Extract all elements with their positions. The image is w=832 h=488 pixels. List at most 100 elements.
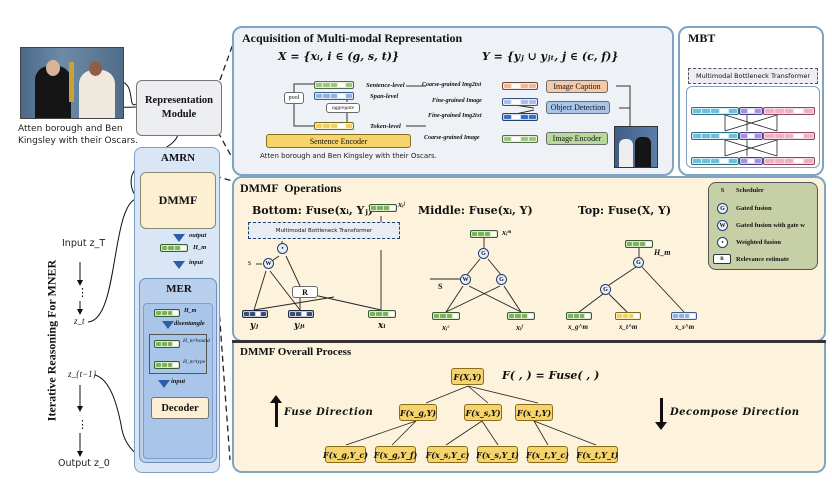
xgm-label: x_g^m <box>568 323 588 331</box>
hm-type-label: H_m^type <box>183 359 206 365</box>
dots-upper: ⋮ <box>77 287 88 299</box>
acquisition-title: Acquisition of Multi-modal Representatio… <box>242 31 463 45</box>
dmmf-box[interactable]: DMMF <box>140 172 216 229</box>
middle-gated-fusion-right: G <box>496 274 507 285</box>
legend-label: Weighted fusion <box>736 239 781 246</box>
g-symbol: G <box>481 250 486 257</box>
fine-img2txt-label: Fine-grained Img2txt <box>428 113 482 119</box>
span-level-vector <box>314 92 354 100</box>
legend-label: Gated fusion with gate w <box>736 222 805 229</box>
dmmf-ops-lines <box>253 216 685 313</box>
xsm-label: x_s^m <box>675 323 695 331</box>
mbt-dashed-box: Multimodal Bottleneck Transformer <box>248 222 400 239</box>
token-level-vector <box>314 122 354 130</box>
fuse-direction-arrow-icon <box>275 401 278 427</box>
xi-vector <box>368 310 396 318</box>
relevance-estimate-box: R <box>292 286 318 298</box>
yjt-vector <box>288 310 314 318</box>
mer-title: MER <box>166 283 192 295</box>
input-photo-thumbnail <box>614 126 658 168</box>
image-caption-label: Image Caption <box>553 82 601 91</box>
sentence-level-vector <box>314 81 354 89</box>
thumb-person-1 <box>619 139 633 167</box>
xgm-vector <box>566 312 592 320</box>
disentangled-box: H_m^bound H_m^type <box>149 334 210 374</box>
pool-label: pool <box>288 95 300 101</box>
dmmf-operations-panel: DMMF Operations Bottom: Fuse(xᵢ, Yⱼ) Mul… <box>232 176 826 342</box>
mer-container: MER H_m disentangle H_m^bound H_m^type i… <box>139 278 217 463</box>
oscar-statuette <box>69 62 74 102</box>
mer-hm-vector <box>154 309 180 317</box>
hm-bound-label: H_m^bound <box>183 338 210 344</box>
weighted-fusion-icon: • <box>717 237 728 248</box>
mbt-panel: MBT Multimodal Bottleneck Transformer <box>678 26 824 176</box>
thumb-person-2 <box>635 137 651 167</box>
sentence-encoder-label: Sentence Encoder <box>309 136 368 146</box>
fine-image-label: Fine-grained Image <box>432 98 482 104</box>
weighted-fusion-symbol: • <box>281 245 284 252</box>
mer-input-label: input <box>171 378 186 385</box>
dmmf-operations-title: DMMF Operations <box>240 181 342 195</box>
object-detection-box: Object Detection <box>546 101 610 114</box>
scheduler-icon: S <box>720 187 725 194</box>
hm-type-vector <box>154 361 180 369</box>
xi-label: xᵢ <box>378 321 386 331</box>
tree-level2-node: F(x_t,Y_t) <box>577 446 618 463</box>
y-formula: Y = {yⱼ ∪ yⱼₜ, j ∈ (c, f)} <box>482 50 619 63</box>
middle-scheduler-label: S <box>438 282 443 291</box>
g-symbol: G <box>603 286 608 293</box>
legend-label: Relevance estimate <box>736 255 789 263</box>
mer-hm-label: H_m <box>184 308 197 314</box>
decoder-box[interactable]: Decoder <box>151 397 209 419</box>
xsm-vector <box>671 312 697 320</box>
representation-module[interactable]: Representation Module <box>136 80 222 136</box>
aggregate-box: aggregate <box>326 103 360 113</box>
acquisition-panel: Acquisition of Multi-modal Representatio… <box>232 26 674 176</box>
image-encoder-label: Image Encoder <box>552 134 602 143</box>
mbt-row-1-bottleneck <box>739 107 763 115</box>
top-output-label: H_m <box>654 248 671 257</box>
gated-fusion-icon: G <box>717 203 728 214</box>
image-encoder-box: Image Encoder <box>546 132 608 145</box>
legend-item-relevance: R Relevance estimate <box>713 254 789 264</box>
hm-label: H_m <box>193 244 207 251</box>
middle-gated-fusion-top: G <box>478 248 489 259</box>
xtm-label: x_t^m <box>619 323 638 331</box>
coarse-image-vector <box>502 135 538 143</box>
output-label: output <box>189 232 207 239</box>
coarse-img2txt-label: Coarse-grained Img2txt <box>422 82 482 88</box>
gate-w-symbol: W <box>265 260 272 267</box>
decompose-direction-label: Decompose Direction <box>670 407 800 418</box>
middle-heading: Middle: Fuse(xᵢ, Y) <box>418 204 533 217</box>
decompose-direction-arrow-icon <box>660 398 663 423</box>
top-output-vector <box>625 240 653 248</box>
sentence-level-label: Sentence-level <box>366 82 405 89</box>
fuse-definition: F( , ) = Fuse( , ) <box>502 369 600 382</box>
tree-level1-node: F(x_s,Y) <box>464 404 502 421</box>
legend-label: Gated fusion <box>736 205 772 212</box>
bottom-output-vector <box>369 204 397 212</box>
yjt-label: yⱼₜ <box>294 321 306 331</box>
mbt-row-2-text <box>691 132 739 140</box>
mbt-row-1-image <box>763 107 815 115</box>
bottom-scheduler-label: s <box>248 258 252 267</box>
object-detection-label: Object Detection <box>550 103 606 112</box>
zt-label: z_t <box>74 316 85 326</box>
mbt-row-2-image <box>763 132 815 140</box>
xif-label: xᵢᶠ <box>516 323 523 332</box>
person-left-face <box>46 60 60 76</box>
coarse-image-label: Coarse-grained Image <box>424 135 480 141</box>
mbt-row-3-bottleneck <box>739 157 763 165</box>
tree-level2-node: F(x_s,Y_c) <box>426 446 469 463</box>
mbt-row-1-text <box>691 107 739 115</box>
legend-label: Scheduler <box>736 187 764 194</box>
dmmf-overall-panel: DMMF Overall Process F(X,Y) F( , ) = Fus… <box>232 343 826 473</box>
g-symbol: G <box>636 259 641 266</box>
yj-label: yⱼ <box>250 321 259 331</box>
tree-level2-node: F(x_s,Y_t) <box>476 446 519 463</box>
fine-image-vector <box>502 98 538 106</box>
decompose-direction-arrowhead-icon <box>655 422 667 430</box>
mbt-title: MBT <box>688 31 716 45</box>
token-level-label: Token-level <box>370 123 401 130</box>
w-symbol: W <box>462 276 469 283</box>
